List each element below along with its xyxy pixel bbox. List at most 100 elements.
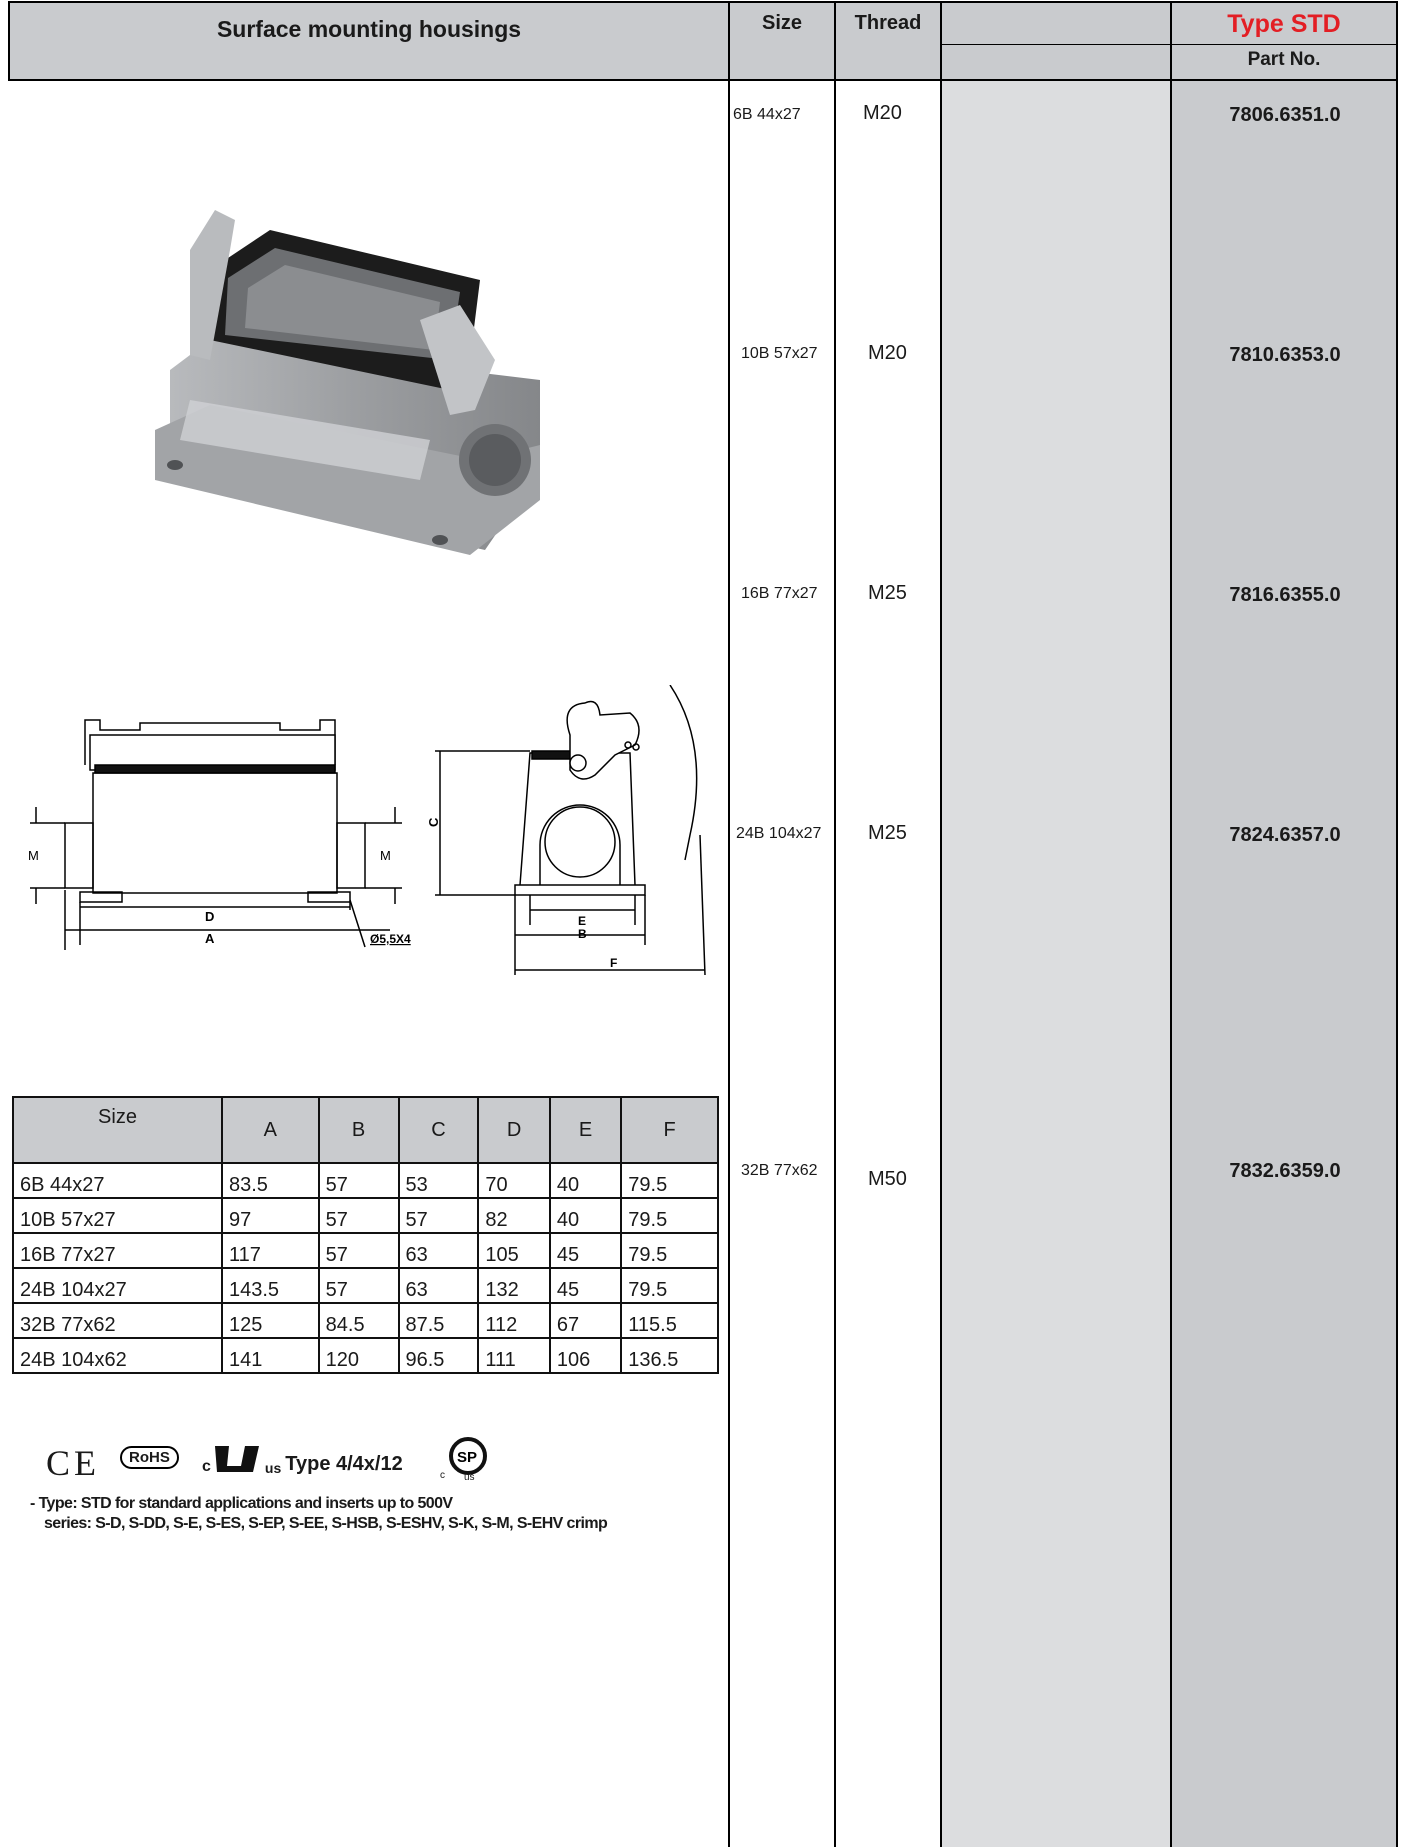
cell-c: 96.5 bbox=[397, 1337, 480, 1374]
divider-thread bbox=[834, 1, 836, 1847]
cell-e: 45 bbox=[548, 1267, 623, 1304]
cell-f: 136.5 bbox=[620, 1337, 719, 1374]
dim-label-e: E bbox=[578, 914, 586, 928]
row-size: 32B 77x62 bbox=[741, 1162, 818, 1179]
cell-c: 53 bbox=[397, 1162, 480, 1199]
dim-label-m-left: M bbox=[28, 848, 39, 863]
divider-part bbox=[1170, 1, 1172, 1847]
right-border bbox=[1396, 1, 1398, 1847]
cell-b: 84.5 bbox=[317, 1302, 400, 1339]
type-header: Type STD bbox=[1227, 10, 1341, 38]
cell-size: 16B 77x27 bbox=[12, 1232, 223, 1269]
cell-a: 143.5 bbox=[221, 1267, 320, 1304]
cell-size: 32B 77x62 bbox=[12, 1302, 223, 1339]
col-header-f: F bbox=[620, 1096, 719, 1164]
cell-f: 115.5 bbox=[620, 1302, 719, 1339]
row-part-no: 7832.6359.0 bbox=[1229, 1160, 1341, 1182]
cell-a: 125 bbox=[221, 1302, 320, 1339]
table-header-row: Size A B C D E F bbox=[12, 1096, 719, 1164]
cell-c: 87.5 bbox=[397, 1302, 480, 1339]
col-header-a: A bbox=[221, 1096, 320, 1164]
cell-b: 57 bbox=[317, 1197, 400, 1234]
divider-size bbox=[728, 1, 730, 1847]
row-thread: M20 bbox=[863, 102, 902, 124]
cell-b: 57 bbox=[317, 1267, 400, 1304]
dim-label-b: B bbox=[578, 927, 587, 941]
row-size: 24B 104x27 bbox=[736, 825, 822, 842]
cell-a: 83.5 bbox=[221, 1162, 320, 1199]
cell-b: 57 bbox=[317, 1232, 400, 1269]
cell-e: 40 bbox=[548, 1197, 623, 1234]
cell-a: 117 bbox=[221, 1232, 320, 1269]
housing-photo bbox=[155, 210, 540, 555]
cell-size: 10B 57x27 bbox=[12, 1197, 223, 1234]
part-no-column bbox=[1171, 81, 1396, 1847]
row-thread: M50 bbox=[868, 1168, 907, 1190]
cell-size: 24B 104x27 bbox=[12, 1267, 223, 1304]
cell-f: 79.5 bbox=[620, 1162, 719, 1199]
front-view-drawing: M M D A Ø5,5X4 bbox=[28, 719, 411, 950]
left-border bbox=[8, 1, 10, 81]
header-band bbox=[8, 1, 1396, 81]
cell-size: 24B 104x62 bbox=[12, 1337, 223, 1374]
svg-text:SP: SP bbox=[457, 1449, 477, 1466]
ul-type-label: Type 4/4x/12 bbox=[285, 1453, 403, 1475]
header-mid-border bbox=[941, 44, 1398, 45]
page-title: Surface mounting housings bbox=[216, 16, 522, 42]
csa-mark: SP c us bbox=[440, 1436, 494, 1483]
cell-d: 132 bbox=[477, 1267, 551, 1304]
thread-header: Thread bbox=[854, 12, 922, 34]
row-size: 10B 57x27 bbox=[741, 345, 818, 362]
type-note: - Type: STD for standard applications an… bbox=[30, 1495, 453, 1512]
row-size: 16B 77x27 bbox=[741, 585, 818, 602]
csa-us-label: us bbox=[464, 1472, 475, 1483]
dim-label-d: D bbox=[205, 909, 214, 924]
dim-label-c: C bbox=[426, 817, 441, 827]
part-no-header: Part No. bbox=[1247, 49, 1321, 70]
size-header: Size bbox=[761, 12, 803, 34]
cell-c: 63 bbox=[397, 1267, 480, 1304]
col-header-size: Size bbox=[12, 1096, 223, 1164]
csa-logo-icon: SP bbox=[449, 1437, 487, 1475]
row-part-no: 7810.6353.0 bbox=[1229, 344, 1341, 366]
divider-blank bbox=[940, 1, 942, 1847]
col-header-d: D bbox=[477, 1096, 551, 1164]
hole-label: Ø5,5X4 bbox=[370, 932, 411, 946]
ul-mark: c us Type 4/4x/12 bbox=[202, 1442, 403, 1476]
row-part-no: 7806.6351.0 bbox=[1229, 104, 1341, 126]
row-thread: M25 bbox=[868, 822, 907, 844]
row-thread: M25 bbox=[868, 582, 907, 604]
row-size: 6B 44x27 bbox=[733, 106, 801, 123]
col-header-c: C bbox=[397, 1096, 480, 1164]
side-view-drawing: C E B F bbox=[426, 685, 706, 976]
cell-e: 40 bbox=[548, 1162, 623, 1199]
cell-a: 141 bbox=[221, 1337, 320, 1374]
row-thread: M20 bbox=[868, 342, 907, 364]
cell-a: 97 bbox=[221, 1197, 320, 1234]
cell-d: 70 bbox=[477, 1162, 551, 1199]
ul-logo-icon bbox=[214, 1446, 259, 1472]
ce-mark: CE bbox=[46, 1443, 101, 1483]
row-part-no: 7816.6355.0 bbox=[1229, 584, 1341, 606]
cell-d: 105 bbox=[477, 1232, 551, 1269]
cell-c: 57 bbox=[397, 1197, 480, 1234]
row-part-no: 7824.6357.0 bbox=[1229, 824, 1341, 846]
col-header-b: B bbox=[317, 1096, 400, 1164]
cell-b: 120 bbox=[317, 1337, 400, 1374]
col-header-e: E bbox=[548, 1096, 623, 1164]
cell-e: 45 bbox=[548, 1232, 623, 1269]
rohs-badge: RoHS bbox=[120, 1446, 179, 1469]
cell-c: 63 bbox=[397, 1232, 480, 1269]
csa-c-label: c bbox=[440, 1470, 445, 1481]
empty-column bbox=[941, 81, 1171, 1847]
dim-label-a: A bbox=[205, 931, 215, 946]
ul-c-label: c bbox=[202, 1458, 211, 1475]
cell-d: 112 bbox=[477, 1302, 551, 1339]
